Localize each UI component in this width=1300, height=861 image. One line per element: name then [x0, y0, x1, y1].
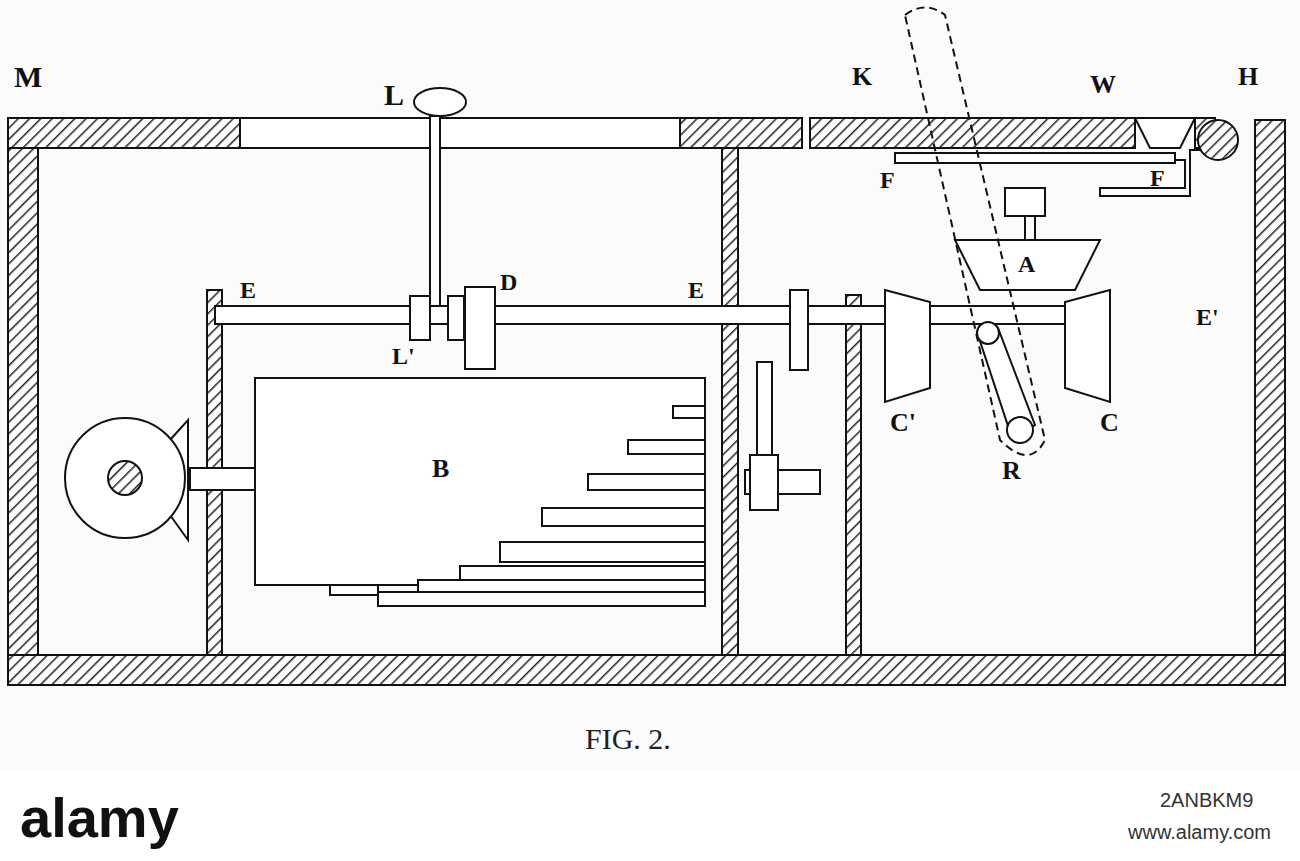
shaft-letter: E	[240, 278, 256, 302]
image-id: 2ANBKM9	[1160, 790, 1253, 810]
shaft-letter: E	[688, 278, 704, 302]
funnel-letter: W	[1090, 72, 1116, 98]
lever-letter: F	[1150, 166, 1165, 190]
watermark-url: www.alamy.com	[1128, 822, 1271, 842]
cone-letter: C'	[890, 410, 916, 436]
drum-letter: B	[432, 456, 449, 482]
shaft-letter: E'	[1196, 305, 1219, 329]
cone-letter: C	[1100, 410, 1119, 436]
watermark-bar	[0, 770, 1300, 861]
lever-letter: F	[880, 168, 895, 192]
hinge-letter: H	[1238, 64, 1258, 90]
knob-letter: L	[384, 80, 404, 110]
disk-letter: D	[500, 270, 517, 294]
wall-letter: M	[14, 62, 42, 92]
figure-caption: FIG. 2.	[585, 724, 671, 754]
lever-letter: R	[1002, 458, 1021, 484]
bowl-letter: A	[1018, 252, 1035, 276]
watermark-logo: alamy	[20, 790, 179, 846]
wheel-letter: L'	[392, 344, 415, 368]
lid-letter: K	[852, 64, 872, 90]
